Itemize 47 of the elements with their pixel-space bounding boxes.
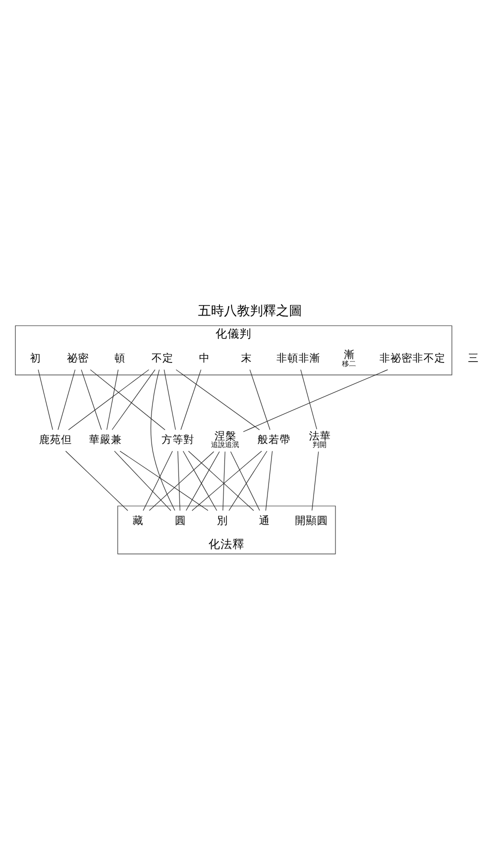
connector xyxy=(81,369,102,430)
connector xyxy=(38,369,53,430)
node-text: 藏 xyxy=(132,514,144,527)
connector xyxy=(192,450,262,511)
connector xyxy=(176,369,260,430)
node-text: 般若帶 xyxy=(257,434,290,446)
connector xyxy=(114,450,172,511)
connector xyxy=(142,450,173,511)
node-text: 不定 xyxy=(151,352,174,365)
node-text: 別 xyxy=(216,514,228,527)
node-text: 祕密 xyxy=(67,352,90,365)
connector xyxy=(106,369,118,430)
node-text: 初 xyxy=(30,352,42,365)
connector xyxy=(112,369,156,430)
connector xyxy=(150,369,176,511)
node-text: 末 xyxy=(240,352,252,365)
connector xyxy=(65,450,128,511)
node-text: 非頓非漸 xyxy=(276,352,321,365)
node-text: 華嚴兼 xyxy=(88,434,122,446)
connector xyxy=(230,451,260,511)
connector xyxy=(300,369,318,430)
label: 三 xyxy=(468,352,480,365)
connector xyxy=(265,450,273,511)
connector xyxy=(180,369,202,430)
node-text: 頓 xyxy=(114,352,126,365)
connector xyxy=(178,450,180,511)
connector xyxy=(68,369,150,430)
connector xyxy=(222,451,226,511)
node-text: 鹿苑但 xyxy=(39,434,72,446)
connector xyxy=(228,450,268,511)
connector xyxy=(243,369,388,432)
connector xyxy=(120,450,208,511)
connector xyxy=(58,369,76,430)
node-text: 中 xyxy=(198,352,210,365)
connector xyxy=(250,369,270,430)
node-text: 方等對 xyxy=(161,434,194,446)
node-text: 通 xyxy=(259,514,270,527)
node-text: 開顯圓 xyxy=(294,514,328,527)
connector xyxy=(188,450,254,511)
node-text: 圓 xyxy=(174,514,186,527)
connector xyxy=(164,369,176,430)
connector xyxy=(149,451,214,511)
diagram-title: 五時八教判釋之圖 xyxy=(198,304,302,319)
connector xyxy=(312,451,319,511)
node-text: 漸 xyxy=(344,349,355,362)
node-text: 非祕密非不定 xyxy=(380,352,446,365)
connector xyxy=(90,369,166,430)
